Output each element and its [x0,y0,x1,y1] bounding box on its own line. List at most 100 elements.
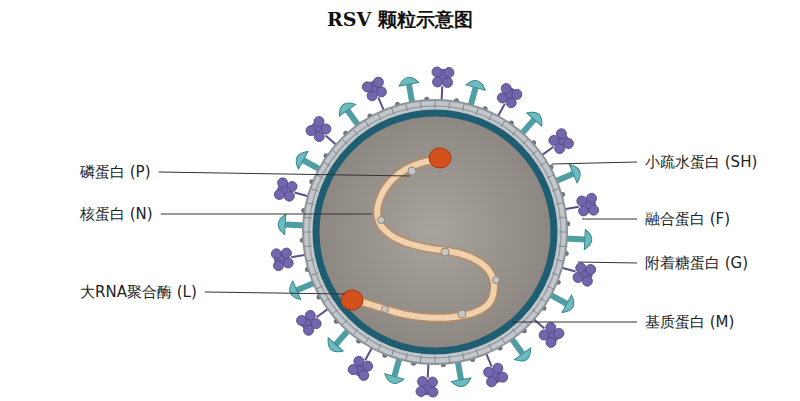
part-label: 附着糖蛋白 (G) [645,254,748,272]
membrane-tick [540,298,546,302]
membrane-tick [406,353,408,360]
phosphoprotein-dot [382,306,389,313]
part-label: 核蛋白 (N) [80,205,153,223]
membrane-tick [307,203,314,205]
membrane-tick [304,232,311,233]
leader-line [552,162,637,164]
membrane-tick [501,337,505,343]
fusion-protein [278,214,306,235]
membrane-tick [324,162,330,166]
fusion-head [527,108,547,126]
leader-line [582,219,637,220]
glycoprotein-bead [544,335,558,349]
phosphoprotein-dot [378,217,385,224]
fusion-head [335,99,355,116]
nucleoprotein-strand [356,160,494,318]
phosphoprotein-dot [441,248,449,256]
glycoprotein-bead [312,115,326,129]
membrane-tick [435,356,436,363]
glycoprotein-bead [586,193,598,205]
fusion-head [569,162,583,183]
membrane-tick [556,203,563,205]
membrane-tick [378,344,381,350]
membrane-tick [406,104,408,111]
membrane-tick [501,121,505,127]
membrane-tick [547,175,553,178]
matrix-layer [316,113,554,351]
part-label: 大RNA聚合酶 (L) [80,283,197,301]
attachment-glycoprotein [431,67,455,103]
membrane-tick [311,189,318,191]
leader-line [512,322,637,323]
membrane-tick [558,217,565,219]
membrane-tick [547,286,553,289]
fusion-head [398,76,419,86]
membrane-tick [317,286,323,289]
part-label: 基质蛋白 (M) [645,313,734,331]
fusion-protein [564,229,592,250]
glycoprotein-bead [510,88,524,102]
membrane-tick [463,104,465,111]
membrane-tick [540,162,546,166]
matrix-protein-ticks [304,101,566,363]
membrane-tick [392,108,394,115]
diagram-title: RSV 颗粒示意图 [327,8,473,31]
leader-line [205,292,345,294]
glycoprotein-bead [416,386,426,396]
membrane-tick [353,329,357,334]
membrane-tick [324,298,330,302]
glycoprotein-bead [444,67,454,77]
leader-line [578,262,637,263]
membrane-tick [353,130,357,135]
lipid-envelope [303,100,567,364]
glycoprotein-bead [361,80,374,93]
glycoprotein-bead [588,204,600,216]
membrane-tick [317,175,323,178]
leader-line [159,172,410,176]
glycoprotein-bead [273,260,285,272]
leader-lines [159,162,637,322]
glycoprotein-bead [346,363,360,377]
glycoprotein-bead [276,177,288,189]
membrane-tick [556,260,563,262]
membrane-tick [342,139,347,144]
membrane-tick [532,309,537,313]
fusion-head [286,281,300,302]
fusion-head [324,338,344,356]
phosphoprotein-dots [378,167,500,318]
lipid-inner-layer [309,106,561,358]
membrane-tick [311,273,318,275]
membrane-tick [532,150,537,154]
envelope-spikes [271,67,600,398]
glycoprotein-bead [496,371,509,384]
glycoprotein-bead [584,263,596,275]
leader-line [161,214,372,215]
membrane-tick [365,337,369,343]
membrane-tick [476,349,478,356]
membrane-tick [448,102,450,109]
glycoprotein-bead [499,82,513,96]
membrane-tick [523,139,528,144]
glycoprotein-bead [295,314,309,328]
fusion-head [292,148,308,169]
fusion-head [278,214,286,234]
membrane-tick [342,320,347,325]
membrane-tick [476,108,478,115]
part-label: 磷蛋白 (P) [80,163,151,181]
polymerase-blob [341,290,363,310]
fusion-head [562,295,578,316]
membrane-tick [448,355,450,362]
membrane-tick [378,114,381,120]
membrane-tick [512,329,516,334]
membrane-tick [307,260,314,262]
glycoprotein-bead [372,76,385,89]
fusion-head [451,378,472,388]
phosphoprotein-dot [493,277,500,284]
membrane-tick [552,273,559,275]
membrane-tick [333,150,338,154]
phosphoprotein-dot [408,167,416,175]
glycoprotein-bead [581,275,593,287]
membrane-tick [489,114,492,120]
membrane-tick [333,309,338,313]
